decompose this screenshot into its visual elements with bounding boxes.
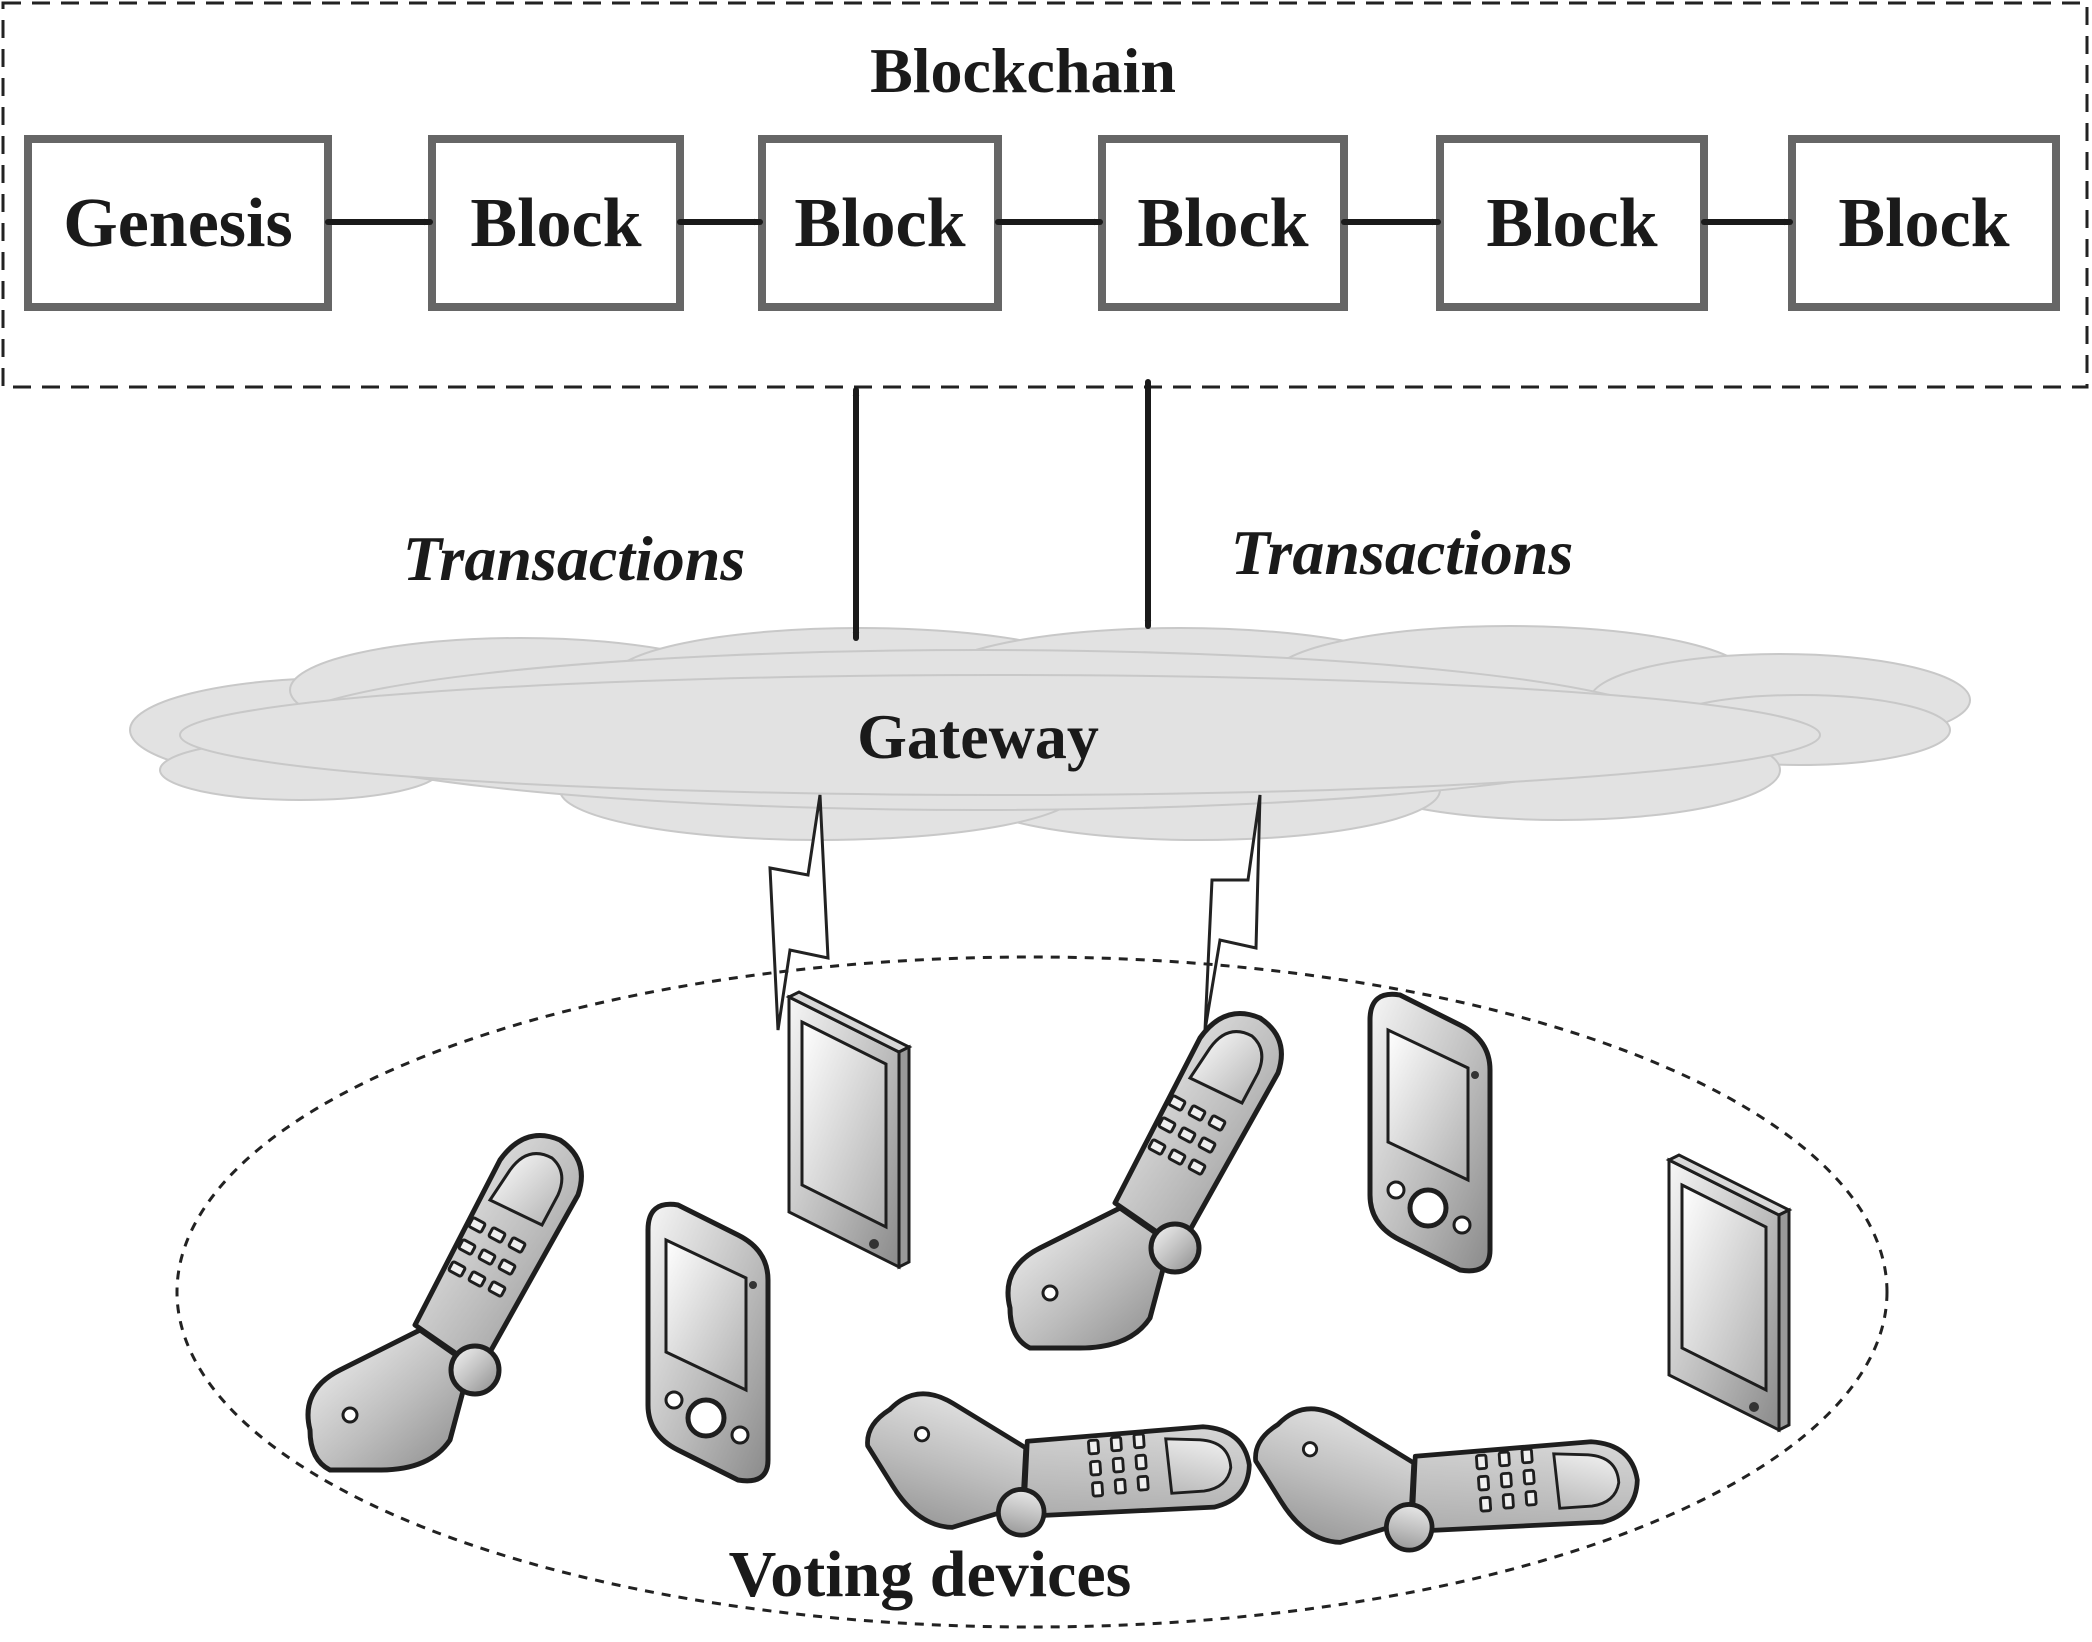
gateway-cloud — [129, 625, 1971, 841]
block-2-label: Block — [794, 185, 965, 262]
flip-phone-icon-bottom-right — [1245, 1275, 1652, 1642]
block-1-label: Block — [470, 185, 641, 262]
voting-devices-area — [175, 955, 1889, 1629]
voting-devices-label: Voting devices — [729, 1538, 1132, 1611]
flip-phone-icon-top-center — [1008, 1014, 1281, 1349]
pda-icon-top-right — [1370, 994, 1490, 1271]
block-3: Block — [1098, 135, 1348, 311]
block-4-label: Block — [1486, 185, 1657, 262]
flip-phone-icon-left — [308, 1136, 581, 1471]
transactions-label-right: Transactions — [1231, 517, 1574, 588]
block-3-label: Block — [1137, 185, 1308, 262]
blockchain-frame — [1, 1, 2089, 389]
gateway-label: Gateway — [857, 701, 1099, 772]
transactions-label-left: Transactions — [403, 523, 746, 594]
block-5: Block — [1788, 135, 2060, 311]
genesis-block-label: Genesis — [63, 185, 292, 262]
pda-icon-center-left — [648, 1204, 768, 1481]
block-5-label: Block — [1838, 185, 2009, 262]
genesis-block: Genesis — [24, 135, 332, 311]
tablet-icon-top-center — [787, 990, 911, 1269]
block-4: Block — [1436, 135, 1708, 311]
blockchain-title: Blockchain — [870, 35, 1176, 106]
tablet-icon-right — [1667, 1153, 1791, 1432]
block-1: Block — [428, 135, 684, 311]
block-2: Block — [758, 135, 1002, 311]
